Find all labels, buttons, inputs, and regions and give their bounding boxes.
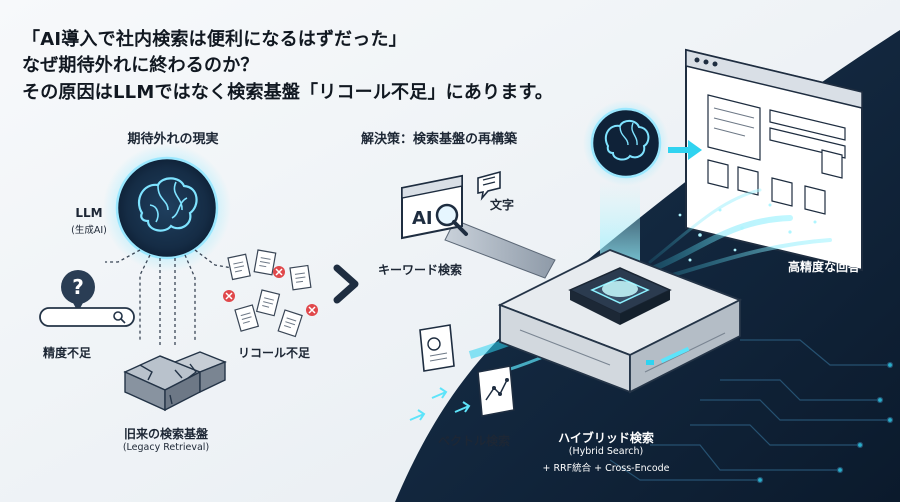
brain-icon <box>590 107 662 179</box>
keyword-flow <box>444 219 556 279</box>
flow-arrows <box>409 387 471 421</box>
hybrid-label: ハイブリッド検索 <box>558 431 654 445</box>
document-icon <box>253 249 277 276</box>
connection-wires <box>105 249 233 345</box>
svg-text:?: ? <box>72 275 84 299</box>
scattered-documents <box>223 249 318 338</box>
chat-bubble-icon <box>477 170 501 201</box>
magnifier-icon <box>435 203 468 236</box>
brain-icon <box>115 156 219 260</box>
circuit-traces <box>609 339 894 484</box>
chart-document-icon <box>477 365 515 417</box>
legacy-sublabel: (Legacy Retrieval) <box>122 442 210 453</box>
chip-icon <box>568 267 672 325</box>
arrow-right-icon <box>688 140 702 160</box>
document-icon <box>255 289 281 317</box>
precision-label: 精度不足 <box>42 346 92 360</box>
error-x-icon <box>273 266 285 278</box>
recall-label: リコール不足 <box>237 346 311 360</box>
question-icon: ? <box>61 270 95 312</box>
llm-label: LLM <box>75 206 103 220</box>
llm-sublabel: (生成AI) <box>71 225 107 236</box>
particles <box>678 203 817 262</box>
ai-document-icon: AI <box>401 174 468 240</box>
hybrid-sublabel-1: (Hybrid Search) <box>568 446 644 457</box>
error-x-icon <box>223 290 235 302</box>
document-icon <box>277 309 303 338</box>
document-icon <box>289 264 312 291</box>
error-x-icon <box>306 304 318 316</box>
keyword-label: キーワード検索 <box>378 263 463 277</box>
legacy-label: 旧来の検索基盤 <box>123 427 209 441</box>
hybrid-sublabel-2: + RRF統合 + Cross-Encode <box>542 463 670 474</box>
arrow-right-icon <box>333 264 359 304</box>
ai-doc-text: AI <box>412 208 433 229</box>
answer-label: 高精度な回答 <box>788 260 861 274</box>
legacy-blocks <box>123 351 227 412</box>
browser-window-icon <box>685 48 863 272</box>
headline-line-3: その原因はLLMではなく検索基盤「リコール不足」にあります。 <box>22 82 554 103</box>
char-label: 文字 <box>490 198 515 212</box>
document-icon <box>234 304 260 332</box>
left-section-title: 期待外れの現実 <box>127 132 219 147</box>
right-section-title: 解決策：検索基盤の再構築 <box>360 132 518 147</box>
chart-document-icon <box>419 324 455 372</box>
vector-label: ベクトル検索 <box>438 434 511 448</box>
search-icon <box>113 311 123 321</box>
search-bar <box>39 307 135 327</box>
headline-line-1: 「AI導入で社内検索は便利になるはずだった」 <box>22 29 407 50</box>
document-icon <box>227 253 251 281</box>
headline-line-2: なぜ期待外れに終わるのか？ <box>22 55 259 76</box>
